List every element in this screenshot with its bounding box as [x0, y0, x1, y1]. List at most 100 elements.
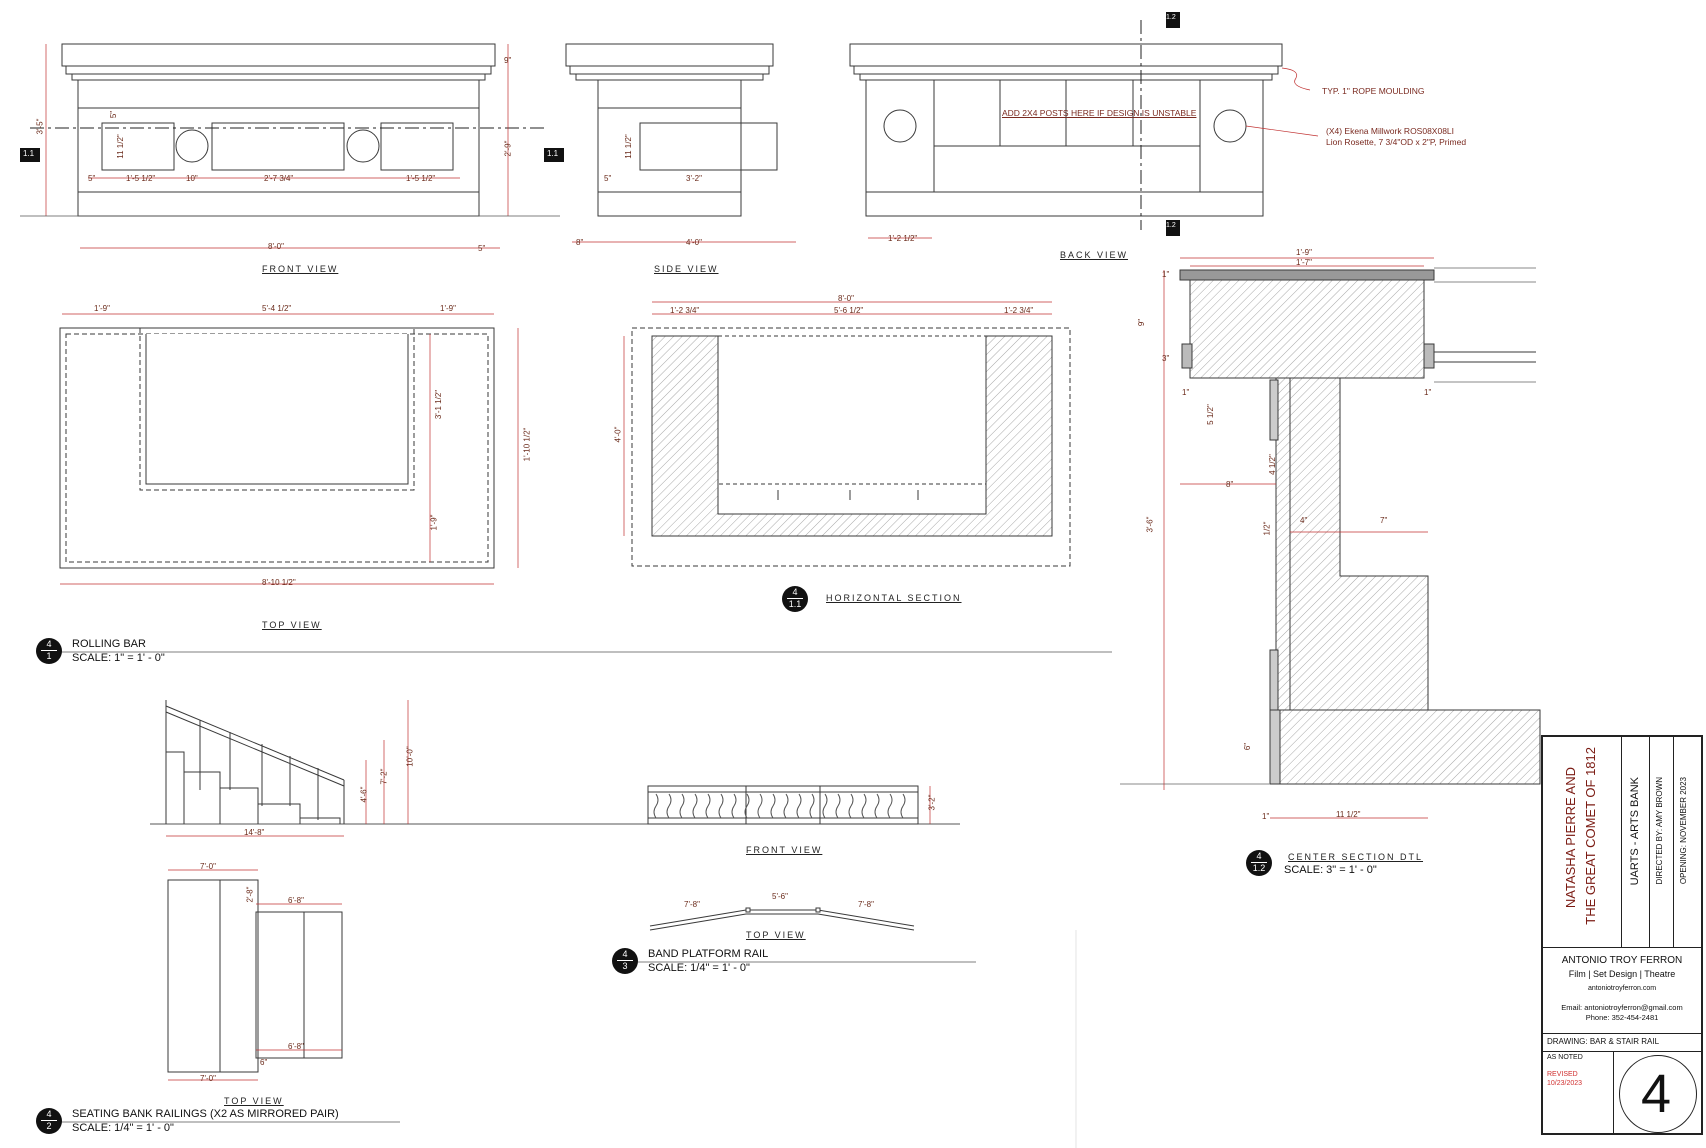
- badge-number: 4: [617, 948, 633, 961]
- badge-sub: 1.2: [1252, 863, 1266, 873]
- dim-stair-run: 14'-8": [244, 828, 265, 837]
- badge-number: 4: [1251, 850, 1267, 863]
- band-rail-title: BAND PLATFORM RAIL: [648, 948, 769, 960]
- rail-baluster: [692, 793, 698, 819]
- rail-baluster: [757, 793, 763, 819]
- dim-dtl-6: 6": [1243, 742, 1253, 751]
- dim-seat-inner-w2: 6'-8": [288, 1042, 304, 1051]
- dim-dtl-cap-h: 1": [1162, 270, 1170, 279]
- front-view-title: FRONT VIEW: [262, 264, 339, 274]
- dim-dtl-1b: 1": [1424, 388, 1432, 397]
- rail-baluster: [731, 793, 737, 819]
- dim-front-overall-h: 3'-5": [35, 118, 45, 135]
- dim-dtl-half: 1/2": [1262, 521, 1272, 536]
- dim-rail-height: 3'-2": [927, 794, 937, 811]
- dim-dtl-top-w2: 1'-7": [1296, 258, 1312, 267]
- dim-dtl-7: 7": [1380, 516, 1388, 525]
- side-view-elevation: [565, 43, 778, 217]
- dim-front-overhang: 5": [478, 244, 486, 253]
- detail-badge-seating: 4 2: [36, 1108, 62, 1134]
- dim-front-panel-w2: 1'-5 1/2": [406, 174, 436, 183]
- sheet-number-circle: [1619, 1055, 1697, 1133]
- dim-top-right: 1'-9": [440, 304, 456, 313]
- dim-front-top-gap: 5": [109, 110, 119, 119]
- seating-scale: SCALE: 1/4" = 1' - 0": [72, 1122, 174, 1134]
- seating-top-view-title: TOP VIEW: [224, 1096, 284, 1106]
- dim-dtl-4: 4": [1300, 516, 1308, 525]
- dim-top-center: 5'-4 1/2": [262, 304, 292, 313]
- rail-baluster: [861, 793, 867, 819]
- back-view-title: BACK VIEW: [1060, 250, 1129, 260]
- dim-dtl-3: 3": [1162, 354, 1170, 363]
- rail-baluster: [705, 793, 711, 819]
- band-rail-top-plan: [649, 907, 915, 931]
- section-tag-back-bottom: [1166, 220, 1180, 236]
- dim-seat-inner-w: 6'-8": [288, 896, 304, 905]
- rail-baluster: [809, 793, 815, 819]
- dim-seat-bottom-w: 7'-0": [200, 1074, 216, 1083]
- revised-label: REVISED: [1547, 1071, 1578, 1078]
- website-link[interactable]: antoniotroyferron.com: [1587, 985, 1657, 992]
- rail-baluster: [796, 793, 802, 819]
- revised-date: 10/23/2023: [1547, 1080, 1583, 1087]
- dim-rail-seg3: 7'-8": [858, 900, 874, 909]
- rail-baluster: [835, 793, 841, 819]
- dim-top-back-depth: 1'-9": [429, 514, 439, 531]
- dim-side-overhang: 8": [576, 238, 584, 247]
- dim-front-cornice: 9": [504, 56, 512, 65]
- band-rail-scale: SCALE: 1/4" = 1' - 0": [648, 962, 750, 974]
- seating-bank-top-plan: [167, 879, 343, 1073]
- dim-front-center-w: 2'-7 3/4": [264, 174, 294, 183]
- badge-number: 4: [787, 586, 803, 599]
- dim-dtl-5half: 5 1/2": [1205, 404, 1215, 425]
- seating-title: SEATING BANK RAILINGS (X2 AS MIRRORED PA…: [72, 1108, 339, 1120]
- dim-hsec-left: 1'-2 3/4": [670, 306, 700, 315]
- section-tag-back-top: [1166, 12, 1180, 28]
- dim-dtl-8: 8": [1226, 480, 1234, 489]
- dim-side-gap: 5": [604, 174, 612, 183]
- rail-baluster: [718, 793, 724, 819]
- rosette-note-line2: Lion Rosette, 7 3/4"OD x 2"P, Primed: [1326, 137, 1467, 147]
- posts-note: ADD 2X4 POSTS HERE IF DESIGN IS UNSTABLE: [1002, 108, 1197, 118]
- section-tag-label-back-top: 1.2: [1166, 14, 1176, 21]
- badge-number: 4: [41, 638, 57, 651]
- section-tag-front-left: [20, 148, 40, 162]
- badge-sub: 1: [46, 651, 52, 661]
- dim-seat-top-w: 7'-0": [200, 862, 216, 871]
- detail-badge-center-section: 4 1.2: [1246, 850, 1272, 876]
- dim-top-opening-depth: 3'-1 1/2": [434, 389, 444, 420]
- scale-note: AS NOTED: [1547, 1054, 1583, 1061]
- rail-front-view-title: FRONT VIEW: [746, 845, 823, 855]
- dim-front-panel-w1: 1'-5 1/2": [126, 174, 156, 183]
- opening: OPENING: NOVEMBER 2023: [1679, 777, 1688, 885]
- rail-balusters: [653, 793, 906, 819]
- detail-badge-band-rail: 4 3: [612, 948, 638, 974]
- badge-sub: 3: [622, 961, 628, 971]
- rolling-bar-title: ROLLING BAR: [72, 638, 146, 650]
- dim-side-panel-h: 11 1/2": [623, 134, 633, 159]
- rail-baluster: [744, 793, 750, 819]
- rolling-bar-scale: SCALE: 1" = 1' - 0": [72, 652, 165, 664]
- rail-baluster: [900, 793, 906, 819]
- rail-baluster: [874, 793, 880, 819]
- dim-hsec-center: 5'-6 1/2": [834, 306, 864, 315]
- dim-front-panel-h: 11 1/2": [115, 134, 125, 159]
- dim-dtl-overall-h: 3'-6": [1145, 516, 1155, 533]
- rail-baluster: [848, 793, 854, 819]
- dim-dtl-1a: 1": [1182, 388, 1190, 397]
- badge-number: 4: [41, 1108, 57, 1121]
- rail-baluster: [887, 793, 893, 819]
- dim-dtl-top-w: 1'-9": [1296, 248, 1312, 257]
- rail-baluster: [770, 793, 776, 819]
- dim-rail-seg2: 5'-6": [772, 892, 788, 901]
- email[interactable]: Email: antoniotroyferron@gmail.com: [1561, 1003, 1683, 1012]
- dim-side-panel-w: 3'-2": [686, 174, 702, 183]
- horizontal-section-plan: [631, 327, 1071, 567]
- badge-sub: 1.1: [788, 599, 802, 609]
- rail-top-view-title: TOP VIEW: [746, 930, 806, 940]
- title-block: NATASHA PIERRE AND THE GREAT COMET OF 18…: [1541, 735, 1703, 1135]
- designer-name: ANTONIO TROY FERRON: [1561, 955, 1683, 966]
- section-tag-label-front-left: 1.1: [23, 149, 35, 158]
- section-tag-label-back-bottom: 1.2: [1166, 222, 1176, 229]
